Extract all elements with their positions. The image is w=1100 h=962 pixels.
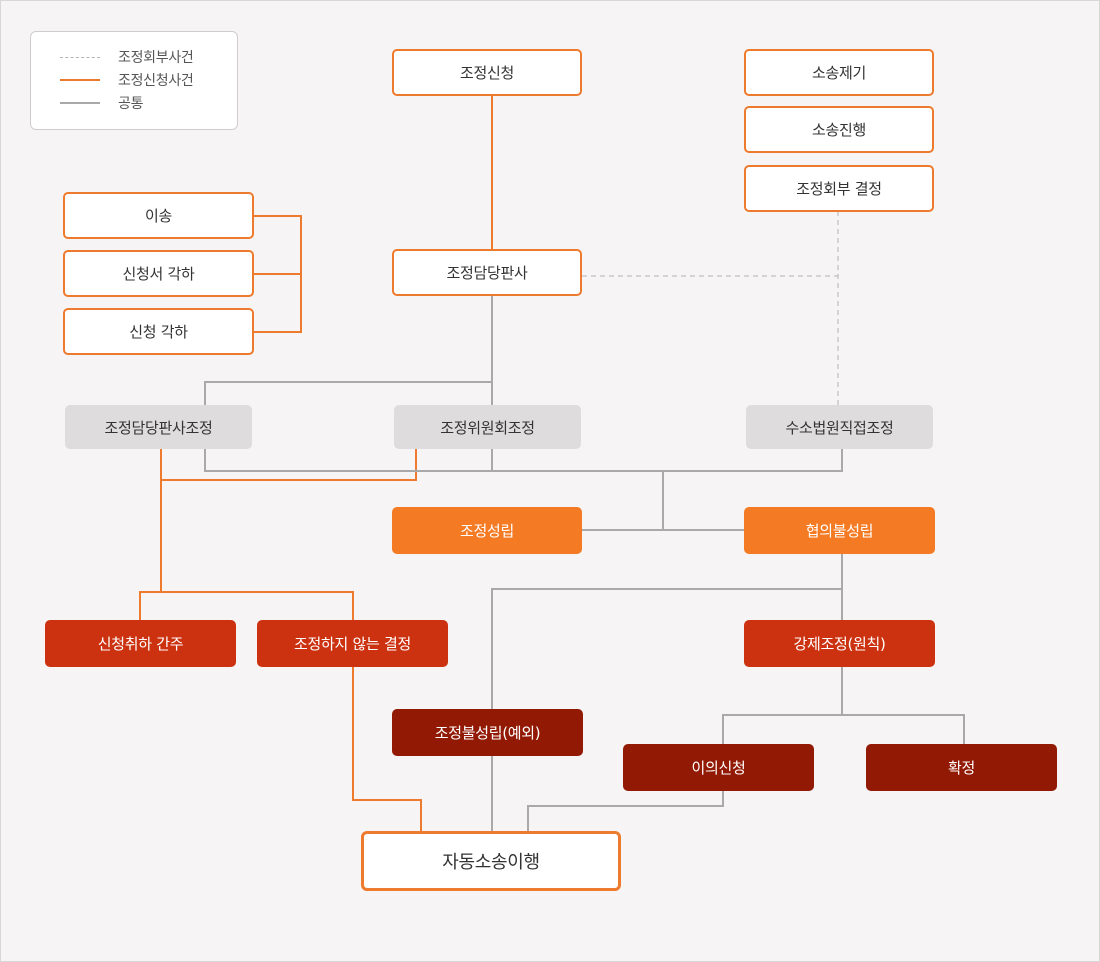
node-transfer: 이송 bbox=[63, 192, 254, 239]
node-deemed-withdrawal: 신청취하 간주 bbox=[45, 620, 236, 667]
connector-committee-orange bbox=[161, 449, 417, 481]
connector-compulsory-split bbox=[722, 667, 965, 744]
connector-failure-split bbox=[491, 554, 843, 709]
node-no-mediation-decision: 조정하지 않는 결정 bbox=[257, 620, 448, 667]
node-committee-mediation: 조정위원회조정 bbox=[394, 405, 581, 449]
legend-dashed-line bbox=[60, 56, 100, 58]
legend-gray-line bbox=[60, 102, 100, 104]
connector-mediation-merge bbox=[204, 449, 843, 531]
node-presiding-judge: 조정담당판사 bbox=[392, 249, 582, 296]
node-court-direct-mediation: 수소법원직접조정 bbox=[746, 405, 933, 449]
connector-referral-dashed bbox=[582, 211, 839, 406]
legend-orange-line bbox=[60, 79, 100, 81]
legend-label-common: 공통 bbox=[118, 96, 144, 112]
node-compulsory-mediation: 강제조정(원칙) bbox=[744, 620, 935, 667]
legend-label-referral: 조정회부사건 bbox=[118, 50, 194, 66]
node-referral-decision: 조정회부 결정 bbox=[744, 165, 934, 212]
connector-dismissal-bracket bbox=[253, 215, 302, 333]
node-finalization: 확정 bbox=[866, 744, 1057, 791]
node-lawsuit-progress: 소송진행 bbox=[744, 106, 934, 153]
node-judge-mediation: 조정담당판사조정 bbox=[65, 405, 252, 449]
node-mediation-success: 조정성립 bbox=[392, 507, 582, 554]
node-mediation-failure-exception: 조정불성립(예외) bbox=[392, 709, 583, 756]
node-lawsuit-filing: 소송제기 bbox=[744, 49, 934, 96]
legend-label-application: 조정신청사건 bbox=[118, 73, 194, 89]
node-agreement-failure: 협의불성립 bbox=[744, 507, 935, 554]
connector-judge-split bbox=[204, 296, 493, 405]
connector-objection-to-litigation bbox=[527, 791, 724, 832]
legend: 조정회부사건 조정신청사건 공통 bbox=[30, 31, 238, 130]
node-mediation-application: 조정신청 bbox=[392, 49, 582, 96]
node-application-dismissal: 신청 각하 bbox=[63, 308, 254, 355]
connector-no-mediation-to-litigation bbox=[352, 667, 422, 832]
legend-item-dashed: 조정회부사건 bbox=[60, 47, 194, 67]
node-objection: 이의신청 bbox=[623, 744, 814, 791]
node-automatic-litigation: 자동소송이행 bbox=[361, 831, 621, 891]
connector-withdrawal-split bbox=[139, 591, 354, 620]
node-application-form-dismissal: 신청서 각하 bbox=[63, 250, 254, 297]
legend-item-gray: 공통 bbox=[60, 93, 143, 113]
legend-item-orange: 조정신청사건 bbox=[60, 70, 194, 90]
